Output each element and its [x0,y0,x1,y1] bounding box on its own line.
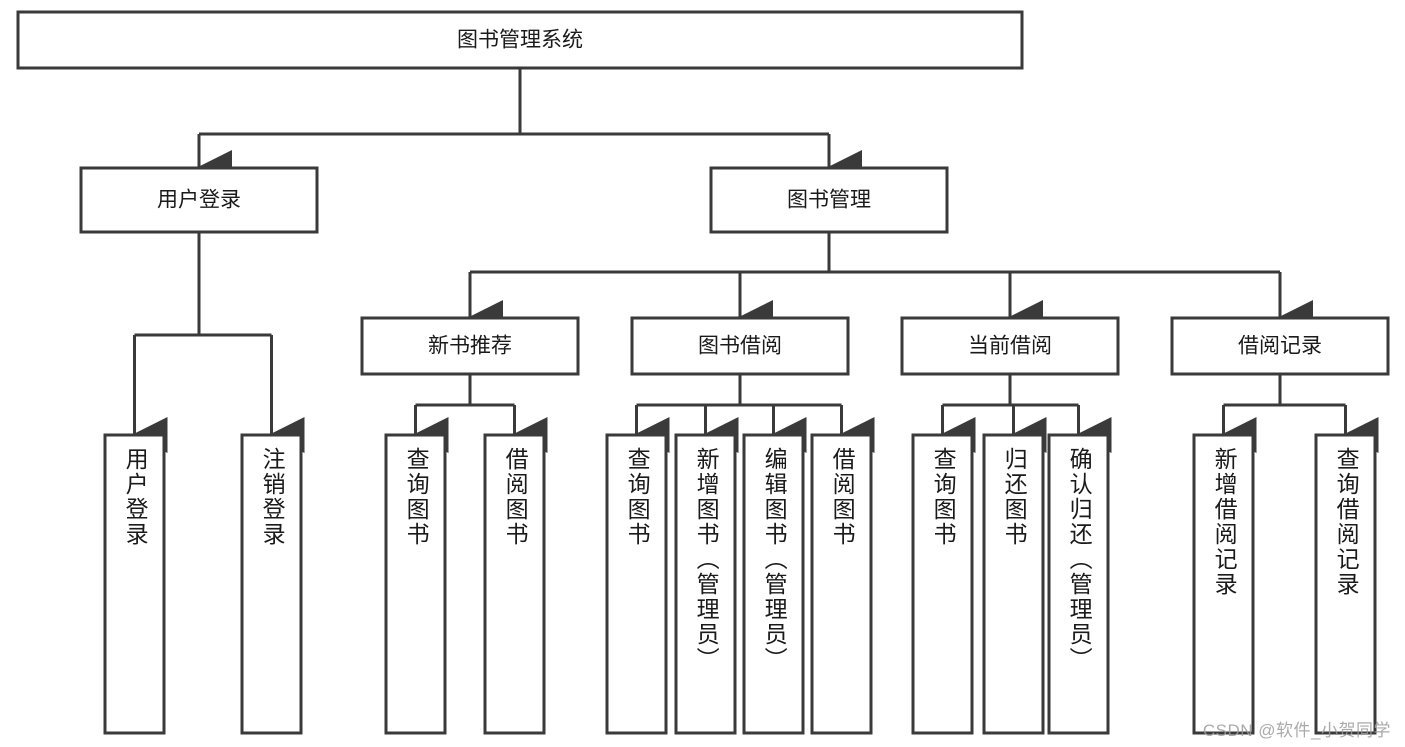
node-root-label-root: 图书管理系统 [457,29,583,52]
node-level3-book-borrow[interactable] [630,316,850,376]
node-level3-current-borrow[interactable] [900,316,1120,376]
connector-book-manage-to-level3 [467,232,1313,336]
connector-lines [131,68,1379,453]
node-level3-borrow-record[interactable] [1170,316,1390,376]
connector-book-borrow-to-leaves [633,374,875,453]
node-level2-label-book-manage: 图书管理 [787,189,871,212]
node-level2-label-user-login: 用户登录 [157,189,241,212]
node-leaf-leaf-add-record[interactable] [1192,433,1255,735]
node-leaf-leaf-return-book[interactable] [982,433,1045,735]
connector-user-login-to-leaves [131,232,305,453]
connector-new-book-rec-to-leaves [412,374,548,453]
node-leaf-leaf-borrow-book[interactable] [810,433,873,735]
node-leaf-leaf-confirm-return[interactable] [1047,433,1110,735]
node-leaf-leaf-borrow-book-rec[interactable] [483,433,546,735]
node-leaf-leaf-query-book-cur[interactable] [911,433,974,735]
connector-current-borrow-to-leaves [939,374,1112,453]
node-level3-label-new-book-rec: 新书推荐 [428,335,512,358]
node-leaf-leaf-user-login[interactable] [103,433,166,735]
connector-root-to-level2 [196,68,862,186]
node-level2-book-manage[interactable] [709,166,949,234]
node-leaf-leaf-logout[interactable] [240,433,303,735]
node-leaf-leaf-query-book-rec[interactable] [384,433,447,735]
watermark: CSDN @软件_小贺同学 [1202,721,1391,740]
node-level3-label-borrow-record: 借阅记录 [1238,335,1322,358]
node-level3-new-book-rec[interactable] [360,316,580,376]
node-level3-label-current-borrow: 当前借阅 [968,335,1052,358]
connector-borrow-record-to-leaves [1220,374,1379,453]
node-level3-label-book-borrow: 图书借阅 [698,335,782,358]
node-leaf-leaf-add-book[interactable] [674,433,737,735]
node-leaf-leaf-edit-book[interactable] [742,433,805,735]
node-root-root[interactable] [16,10,1024,70]
node-leaf-leaf-query-record[interactable] [1314,433,1377,735]
node-leaf-leaf-query-book-borrow[interactable] [605,433,668,735]
node-level2-user-login[interactable] [79,166,319,234]
